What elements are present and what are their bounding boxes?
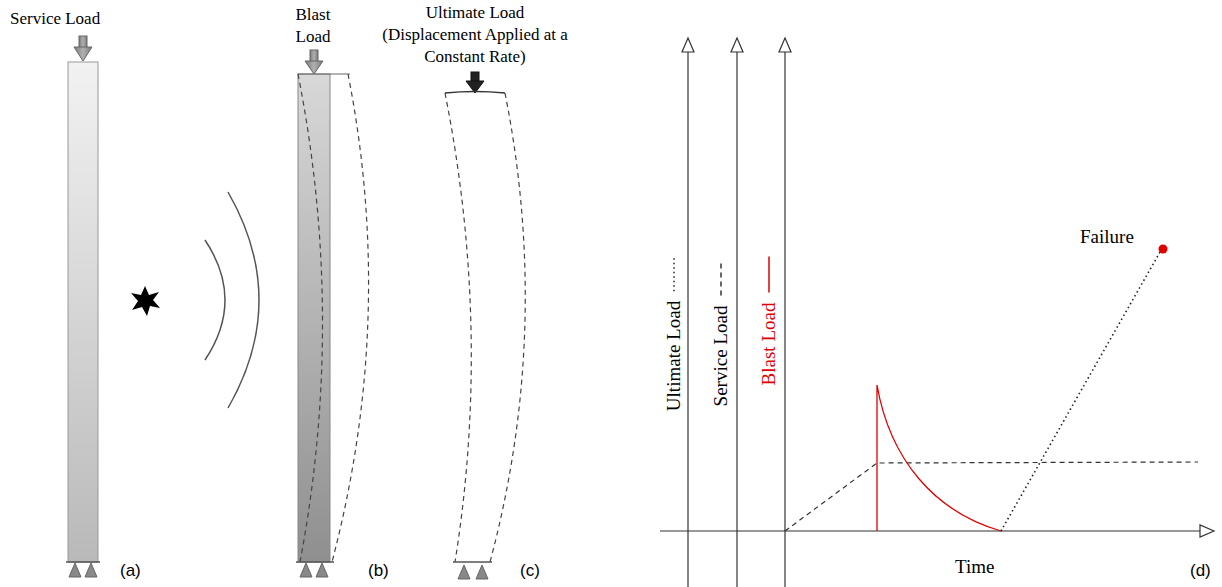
column-c (445, 72, 525, 579)
panel-letter: (c) (520, 560, 540, 582)
legend-entry: Service Load (709, 258, 733, 407)
legend-sample (764, 255, 774, 295)
legend-text: Blast Load (757, 303, 781, 386)
panel-letter: (b) (368, 560, 389, 582)
panel-letter: (d) (1190, 560, 1211, 582)
axis-title: Time (955, 556, 994, 578)
legend-entry: Blast Load (757, 255, 781, 386)
column-a (66, 36, 100, 577)
panel-letter: (a) (120, 560, 141, 582)
legend-entry: Ultimate Load (662, 253, 686, 411)
load-label: Blast Load (282, 4, 344, 48)
legend-sample (669, 253, 679, 293)
load-label: Service Load (10, 8, 100, 30)
chart-axes (660, 38, 1214, 587)
failure-label: Failure (1080, 226, 1134, 248)
blast-source (131, 192, 259, 408)
legend-sample (716, 258, 726, 298)
legend-text: Ultimate Load (662, 301, 686, 411)
load-label: Ultimate Load (Displacement Applied at a… (382, 2, 568, 68)
column-b (296, 50, 369, 577)
legend-text: Service Load (709, 306, 733, 407)
load-histories (785, 245, 1198, 532)
